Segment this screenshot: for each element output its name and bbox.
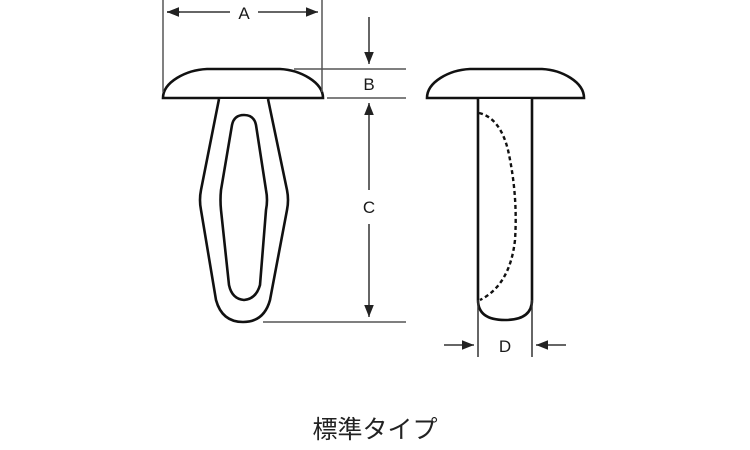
side-hidden-leg [478, 111, 517, 302]
dimension-a-label: A [238, 4, 250, 23]
front-view [161, 67, 325, 324]
diagram-caption: 標準タイプ [312, 415, 438, 444]
front-leg-slot [219, 113, 269, 302]
front-head [161, 67, 325, 100]
side-head [425, 67, 586, 100]
side-shank [476, 99, 534, 322]
dimension-d-label: D [499, 337, 511, 356]
side-view [425, 67, 586, 322]
dimension-c-label: C [363, 198, 375, 217]
dimension-b: B [294, 17, 406, 99]
dimension-a: A [162, 0, 323, 92]
dimension-b-label: B [363, 75, 374, 94]
dimension-d: D [444, 300, 566, 357]
dimension-c: C [263, 103, 406, 323]
